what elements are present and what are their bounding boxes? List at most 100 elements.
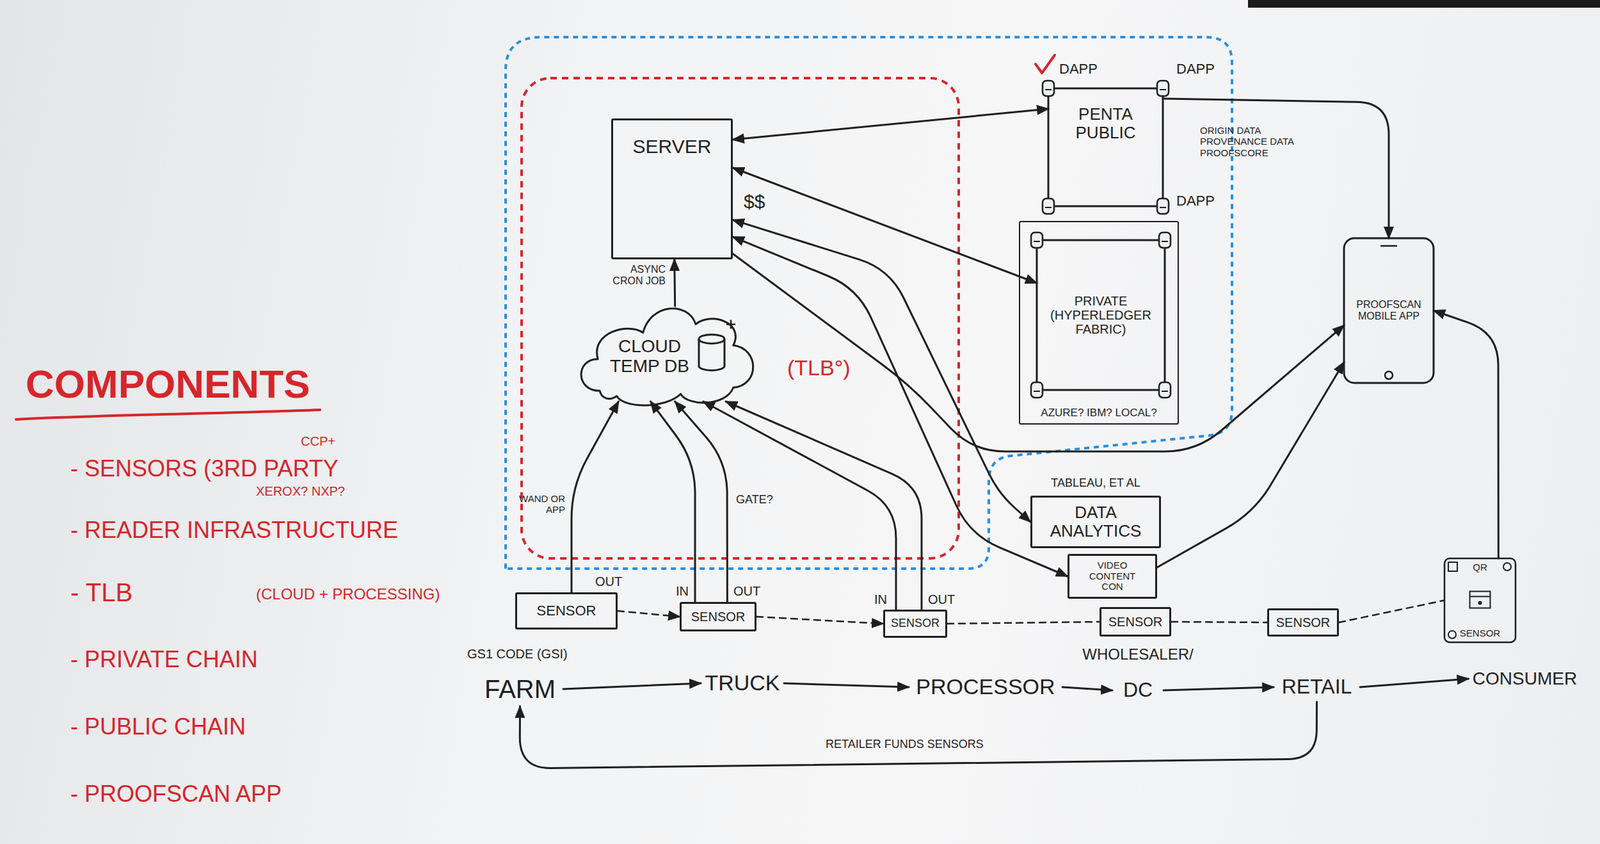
node-body: PROOFSCAN MOBILE APP xyxy=(1342,236,1435,384)
component-item: - PRIVATE CHAIN xyxy=(70,646,258,672)
chain-step: CONSUMER xyxy=(1468,664,1582,693)
private-chain: PRIVATE (HYPERLEDGER FABRIC) xyxy=(1031,234,1170,395)
node-text: PROOFSCAN MOBILE APP xyxy=(1347,298,1430,322)
node-text: SENSOR xyxy=(536,602,597,619)
package-outline xyxy=(1444,558,1516,642)
connector xyxy=(784,682,909,687)
chain-step: RETAIL xyxy=(1273,672,1360,702)
connector xyxy=(732,108,1049,140)
plus-mark xyxy=(726,319,736,329)
code-label: GS1 CODE (GSI) xyxy=(467,646,568,661)
component-item: - READER INFRASTRUCTURE xyxy=(70,517,399,543)
connector xyxy=(732,167,1037,283)
product-icon-dot xyxy=(1478,600,1483,605)
connector xyxy=(571,401,619,592)
heading-underline xyxy=(16,409,320,420)
edge-label: WAND OR APP xyxy=(515,492,566,516)
scroll-shape xyxy=(1043,83,1168,212)
cloud-db: CLOUD TEMP DB xyxy=(571,300,760,407)
component-item: - TLB xyxy=(70,577,133,607)
connector xyxy=(1433,310,1499,559)
node-body: DATA ANALYTICS xyxy=(1032,497,1160,546)
node-body: RETAIL xyxy=(1273,672,1360,702)
connector xyxy=(1360,678,1469,687)
node-text: DC xyxy=(1123,678,1153,701)
scroll-roll xyxy=(1042,80,1055,96)
node-text: AZURE? IBM? LOCAL? xyxy=(1040,407,1157,420)
connector xyxy=(732,253,1344,452)
scroll-roll-line xyxy=(1159,88,1167,91)
node-body: PROCESSOR xyxy=(908,671,1063,703)
scroll-roll-line xyxy=(1045,206,1052,208)
edge-label: ASYNC CRON JOB xyxy=(601,263,666,288)
mobile-app: PROOFSCAN MOBILE APP xyxy=(1342,236,1435,384)
node-text: RETAIL xyxy=(1281,675,1353,698)
connector xyxy=(732,219,1031,522)
node-heading: WHOLESALER/ xyxy=(1082,645,1193,663)
connector xyxy=(1157,362,1344,568)
connector xyxy=(732,236,1068,576)
scroll-roll-line xyxy=(1033,240,1040,242)
edge-label: ORIGIN DATA PROVENANCE DATA PROOFSCORE xyxy=(1200,124,1309,159)
server-box: SERVER xyxy=(611,118,733,260)
port-label: OUT xyxy=(595,574,623,589)
component-item: - PUBLIC CHAIN xyxy=(70,713,246,740)
node-text: SENSOR xyxy=(890,616,940,630)
dapp-label: DAPP xyxy=(1176,61,1215,77)
node-body: PRIVATE (HYPERLEDGER FABRIC) xyxy=(1031,234,1170,395)
node-body: SENSOR xyxy=(1101,608,1170,635)
dapp-label: DAPP xyxy=(1059,61,1098,77)
cloud-outline xyxy=(581,308,754,406)
host-frame: AZURE? IBM? LOCAL? PRIVATE (HYPERLEDGER F… xyxy=(1018,220,1179,425)
scroll-roll xyxy=(1159,232,1171,248)
scroll-roll-line xyxy=(1161,390,1168,392)
region-label: (TLB°) xyxy=(787,355,851,380)
node-text: SENSOR xyxy=(1459,627,1501,639)
sensor-box: SENSOR xyxy=(515,592,618,630)
scroll-roll-line xyxy=(1159,206,1167,208)
component-item: - PROOFSCAN APP xyxy=(70,780,282,807)
connector xyxy=(563,682,701,689)
product-icon xyxy=(1470,591,1491,608)
sensor-box: SENSOR xyxy=(679,601,757,632)
node-body: SENSOR xyxy=(681,603,755,630)
node-text: SENSOR xyxy=(691,609,745,624)
component-note: XEROX? NXP? xyxy=(256,483,345,498)
node-text: CLOUD TEMP DB xyxy=(604,336,695,377)
node-text: SENSOR xyxy=(1276,615,1330,630)
node-text: VIDEO CONTENT CON xyxy=(1083,560,1142,592)
sensor-link xyxy=(1338,600,1445,623)
node-body: SENSOR xyxy=(1269,609,1337,635)
node-text: DATA ANALYTICS xyxy=(1038,503,1153,540)
port-label: IN xyxy=(675,583,689,598)
connector xyxy=(673,259,676,306)
sensor-link xyxy=(947,621,1100,624)
scroll-roll xyxy=(1159,382,1171,398)
node-body: CONSUMER xyxy=(1468,664,1582,693)
check-mark xyxy=(1035,55,1055,73)
node-body: DC xyxy=(1112,675,1164,705)
scroll-outline xyxy=(1048,88,1163,207)
node-body: SENSOR xyxy=(885,611,946,636)
scroll-roll-line xyxy=(1161,240,1168,242)
scroll-roll xyxy=(1031,232,1043,248)
scroll-roll xyxy=(1157,198,1169,214)
phone-button xyxy=(1384,371,1393,379)
phone-speaker xyxy=(1381,245,1397,248)
chain-step: FARM xyxy=(476,671,564,706)
connector xyxy=(675,401,728,602)
node-body: FARM xyxy=(476,671,564,706)
sensor-box: SENSOR xyxy=(883,609,948,638)
component-item: - SENSORS (3RD PARTY xyxy=(70,455,339,482)
connector xyxy=(1163,686,1274,690)
node-body: CLOUD TEMP DB xyxy=(571,300,760,407)
node-body: TRUCK xyxy=(700,667,784,699)
database-body xyxy=(698,338,725,370)
port-label: OUT xyxy=(733,583,761,598)
node-body: PENTA PUBLIC xyxy=(1043,83,1168,212)
scroll-roll xyxy=(1157,80,1169,96)
list-heading: COMPONENTS xyxy=(25,362,310,406)
edge-label: GATE? xyxy=(736,492,774,507)
node-body: VIDEO CONTENT CON xyxy=(1069,555,1156,597)
